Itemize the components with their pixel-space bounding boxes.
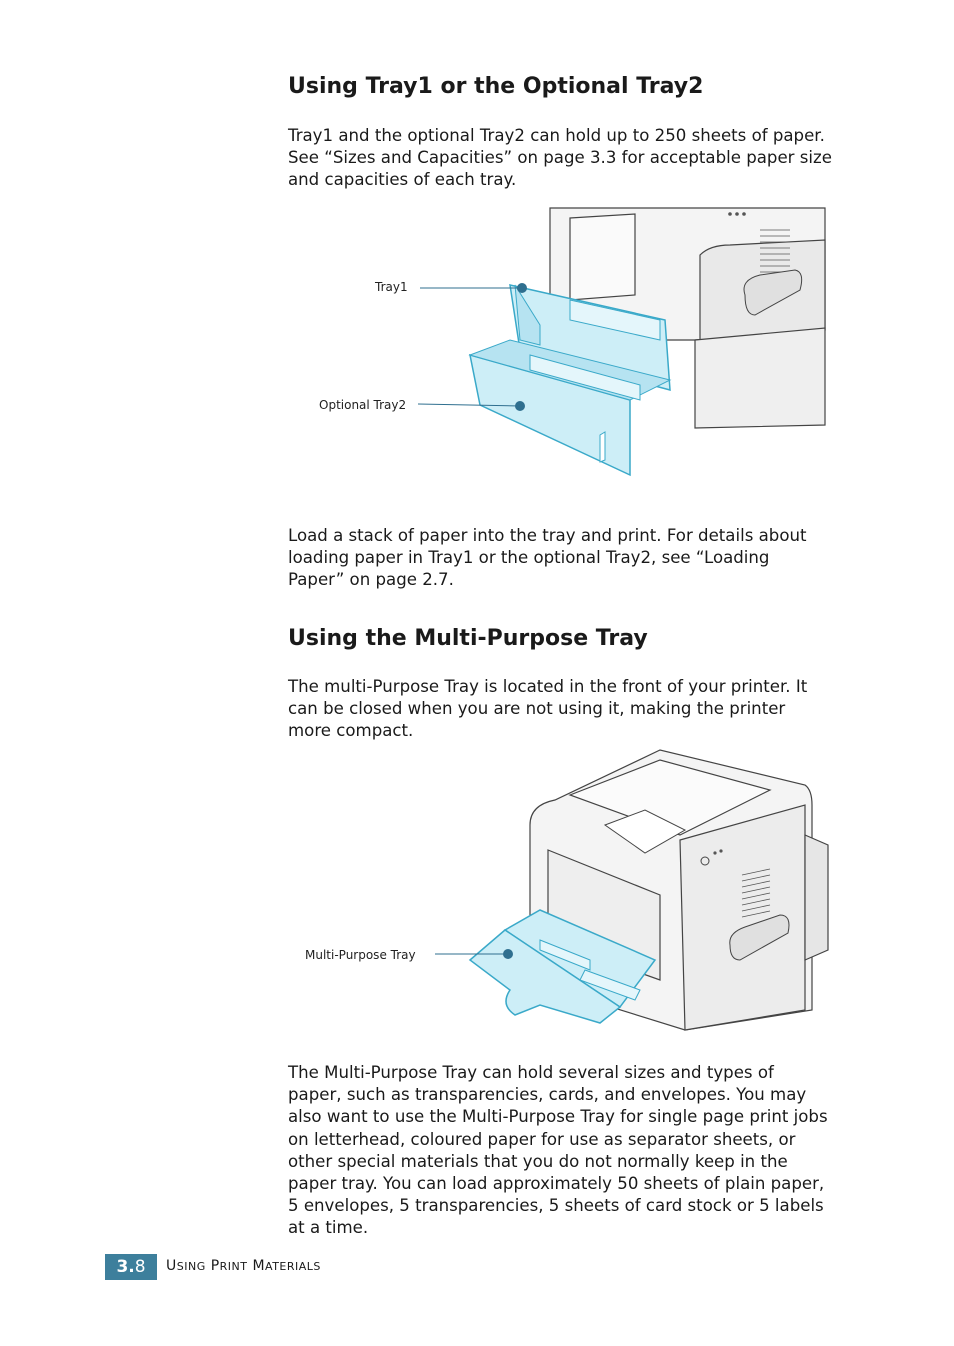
text-line: on letterhead, coloured paper for use as… <box>288 1129 796 1149</box>
page-number: 8 <box>134 1257 146 1277</box>
text-line: Load a stack of paper into the tray and … <box>288 526 807 545</box>
footer-title-rest: aterials <box>265 1260 321 1273</box>
text-line: See “Sizes and Capacities” on page 3.3 f… <box>288 148 832 168</box>
text-line: The Multi-Purpose Tray can hold several … <box>288 1063 774 1082</box>
text-line: also want to use the Multi-Purpose Tray … <box>288 1107 828 1127</box>
footer-section-title: Using Print Materials <box>166 1258 321 1274</box>
paragraph-mp-location: The multi-Purpose Tray is located in the… <box>288 676 854 743</box>
text-line: 5 envelopes, 5 transparencies, 5 sheets … <box>288 1196 824 1216</box>
paragraph-tray-capacity: Tray1 and the optional Tray2 can hold up… <box>288 125 854 192</box>
multipurpose-tray-illustration <box>435 749 829 1031</box>
text-line: and capacities of each tray. <box>288 170 517 190</box>
paragraph-load-paper: Load a stack of paper into the tray and … <box>288 525 854 592</box>
footer-title-letter: M <box>252 1258 266 1274</box>
section-heading-multipurpose: Using the Multi-Purpose Tray <box>288 626 648 651</box>
footer-title-rest: rint <box>219 1260 248 1273</box>
chapter-number: 3. <box>116 1257 135 1277</box>
paragraph-mp-capacity: The Multi-Purpose Tray can hold several … <box>288 1062 854 1240</box>
tray-illustration <box>417 207 826 477</box>
text-line: more compact. <box>288 721 414 741</box>
callout-tray1: Tray1 <box>375 280 408 294</box>
footer-title-letter: U <box>166 1258 177 1274</box>
text-line: Tray1 and the optional Tray2 can hold up… <box>288 126 825 145</box>
text-line: paper tray. You can load approximately 5… <box>288 1174 825 1194</box>
section-heading-tray1: Using Tray1 or the Optional Tray2 <box>288 74 704 99</box>
text-line: paper, such as transparencies, cards, an… <box>288 1085 807 1105</box>
footer-title-letter: P <box>210 1258 220 1274</box>
text-line: at a time. <box>288 1218 369 1238</box>
callout-optional-tray2: Optional Tray2 <box>319 398 407 412</box>
page-number-badge: 3.8 <box>105 1254 157 1280</box>
text-line: The multi-Purpose Tray is located in the… <box>288 677 808 696</box>
text-line: can be closed when you are not using it,… <box>288 699 786 719</box>
footer-title-rest: sing <box>176 1260 206 1273</box>
text-line: Paper” on page 2.7. <box>288 570 454 590</box>
callout-multipurpose-tray: Multi-Purpose Tray <box>305 948 416 962</box>
text-line: loading paper in Tray1 or the optional T… <box>288 548 770 568</box>
text-line: other special materials that you do not … <box>288 1151 788 1171</box>
